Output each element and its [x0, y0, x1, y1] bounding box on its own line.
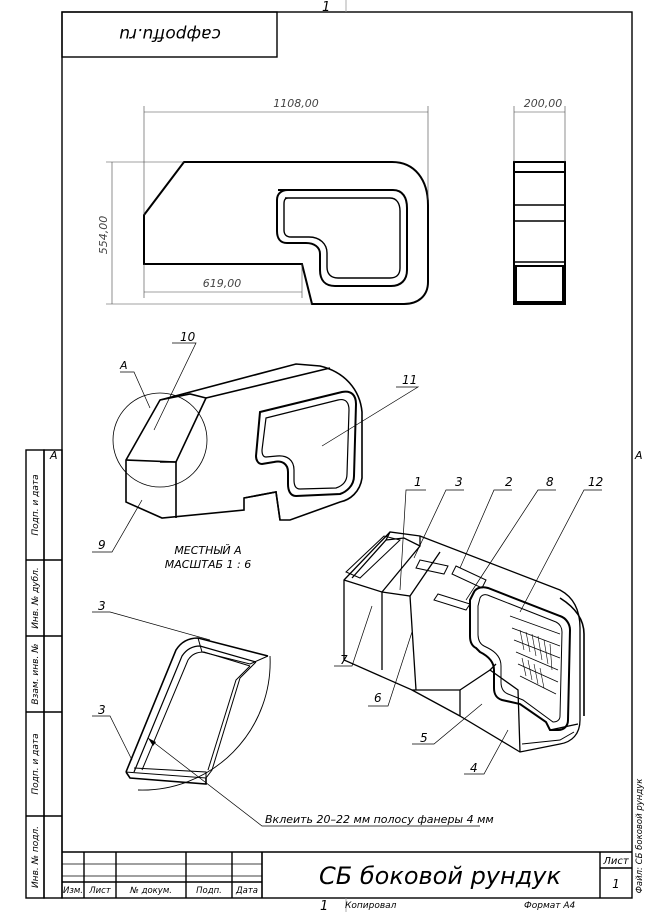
assembly-note: Вклеить 20–22 мм полосу фанеры 4 мм [265, 813, 494, 826]
callout-6: 6 [374, 691, 382, 705]
sheet-number-top: 1 [322, 0, 330, 15]
side-stamp-cell-2: Инв. № дубл. [31, 567, 41, 629]
left-marker: A [49, 449, 58, 462]
front-view [143, 161, 429, 305]
title-block [62, 851, 632, 898]
dim-bottom-length: 619,00 [203, 277, 242, 290]
drawing-title: СБ боковой рундук [319, 862, 561, 890]
callout-3: 3 [455, 475, 463, 489]
callout-7: 7 [340, 653, 348, 667]
callout-detail-3a: 3 [98, 599, 106, 613]
callout-5: 5 [420, 731, 428, 745]
col-signature: Подп. [196, 886, 222, 896]
note-arrow-head [148, 738, 156, 746]
callout-11: 11 [402, 373, 417, 387]
dimension-lines-side [513, 106, 566, 162]
leader-lines-top [92, 342, 420, 553]
side-stamp-cell-1: Подп. и дата [31, 474, 41, 535]
callout-12: 12 [588, 475, 603, 489]
detail-caption-line2: МАСШТАБ 1 : 6 [165, 558, 251, 571]
dim-height: 554,00 [97, 216, 110, 255]
dim-width: 200,00 [524, 97, 563, 110]
sheet-label: Лист [602, 856, 630, 867]
side-stamp-cell-5: Инв. № подл. [31, 826, 41, 888]
callout-4: 4 [470, 761, 478, 775]
col-sheet: Лист [88, 886, 112, 896]
detail-caption-line1: МЕСТНЫЙ А [174, 544, 241, 557]
side-stamp-cell-3: Взам. инв. № [31, 643, 41, 704]
side-view [513, 161, 566, 305]
footer-copied: Копировал [345, 901, 397, 911]
side-stamp-cell-4: Подп. и дата [31, 733, 41, 794]
isometric-view-top [125, 363, 363, 521]
detail-view [125, 637, 271, 791]
leader-lines-detail [92, 611, 480, 827]
mirrored-stamp: сафроffu.ru [119, 24, 221, 44]
side-stamp [25, 449, 63, 899]
col-change: Изм. [63, 886, 83, 896]
isometric-view-assembly [343, 531, 585, 753]
top-stamp-box [61, 11, 278, 58]
callout-1: 1 [414, 475, 422, 489]
callout-2: 2 [505, 475, 513, 489]
dim-overall-length: 1108,00 [273, 97, 319, 110]
callout-detail-3b: 3 [98, 703, 106, 717]
right-marker: A [634, 449, 643, 462]
assembly-hatching [519, 629, 553, 689]
footer-format: Формат А4 [524, 901, 576, 911]
callout-9: 9 [98, 538, 106, 552]
callout-8: 8 [546, 475, 554, 489]
sheet-number-bottom: 1 [320, 899, 328, 912]
col-doc-number: № докум. [129, 886, 172, 896]
col-date: Дата [235, 886, 258, 896]
leader-lines-assembly [334, 489, 602, 775]
dimension-lines-front [106, 106, 429, 305]
detail-circle-a [112, 392, 208, 488]
file-label: Файл: СБ боковой рундук [635, 778, 645, 894]
sheet-number: 1 [612, 877, 620, 891]
callout-10: 10 [180, 330, 196, 344]
callout-view-letter: A [119, 359, 128, 372]
